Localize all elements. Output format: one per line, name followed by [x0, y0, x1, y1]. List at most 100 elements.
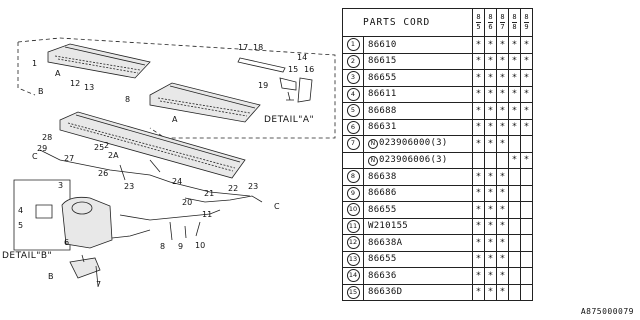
applicability-mark: *	[496, 283, 509, 301]
applicability-mark	[496, 151, 509, 169]
applicability-mark	[508, 217, 521, 235]
callout-1: 1	[32, 59, 37, 68]
row-index-cell: 1	[342, 36, 364, 54]
applicability-mark	[508, 267, 521, 285]
applicability-mark: *	[496, 102, 509, 120]
applicability-mark: *	[472, 234, 485, 252]
reference-code: A875000079	[580, 307, 634, 316]
part-number: 86655	[368, 204, 397, 215]
callout-17: 17	[238, 43, 248, 52]
year-bottom: 8	[512, 23, 517, 31]
applicability-mark: *	[496, 201, 509, 219]
row-index-cell: 4	[342, 85, 364, 103]
applicability-mark: *	[520, 102, 533, 120]
callout-11: 11	[202, 210, 212, 219]
callout-4: 4	[18, 206, 23, 215]
applicability-mark: *	[508, 69, 521, 87]
part-number: 86636	[368, 270, 397, 281]
callout-5: 5	[18, 221, 23, 230]
applicability-mark: *	[496, 85, 509, 103]
parts-diagram: DETAIL"A" DETAIL"B" 17 18 14 15 16 19 1 …	[2, 37, 336, 289]
part-number-cell: 86610	[363, 36, 473, 54]
applicability-mark: *	[484, 69, 497, 87]
washer-hose	[39, 149, 251, 197]
row-index-cell: 6	[342, 118, 364, 136]
row-index-cell: 11	[342, 217, 364, 235]
n-badge-icon: N	[368, 139, 378, 150]
applicability-mark	[520, 168, 533, 186]
applicability-mark: *	[520, 118, 533, 136]
row-index: 14	[346, 269, 360, 283]
callout-7: 7	[96, 280, 101, 289]
year-top: 8	[524, 13, 529, 23]
washer-pump	[69, 257, 101, 279]
applicability-mark: *	[496, 118, 509, 136]
applicability-mark: *	[484, 36, 497, 54]
applicability-mark	[520, 234, 533, 252]
applicability-mark	[508, 184, 521, 202]
row-index: 6	[346, 120, 360, 134]
callout-b1: B	[38, 87, 44, 96]
applicability-mark: *	[484, 201, 497, 219]
cowl-panel-detail-a	[149, 82, 261, 123]
row-index-cell: 12	[342, 234, 364, 252]
applicability-mark	[508, 168, 521, 186]
applicability-mark: *	[508, 151, 521, 169]
applicability-mark	[472, 151, 485, 169]
bracket-part	[297, 77, 313, 103]
applicability-mark	[508, 201, 521, 219]
applicability-mark: *	[484, 135, 497, 153]
year-bottom: 7	[500, 23, 505, 31]
row-index-cell: 10	[342, 201, 364, 219]
part-number: 86655	[368, 254, 397, 265]
row-index: 15	[346, 285, 360, 299]
callout-9: 9	[178, 242, 183, 251]
clip-part	[279, 77, 297, 91]
applicability-mark: *	[496, 69, 509, 87]
part-number-cell: 86638	[363, 168, 473, 186]
part-number: 86631	[368, 122, 397, 133]
applicability-mark: *	[472, 52, 485, 70]
row-index-cell	[342, 151, 364, 169]
callout-6: 6	[64, 238, 69, 247]
detail-b-frame	[13, 179, 71, 251]
row-index-cell: 13	[342, 250, 364, 268]
applicability-mark: *	[496, 52, 509, 70]
applicability-mark	[520, 135, 533, 153]
part-number-cell: 86655	[363, 201, 473, 219]
part-number: 023906006(3)	[379, 154, 448, 165]
applicability-mark: *	[472, 184, 485, 202]
applicability-mark	[520, 267, 533, 285]
applicability-mark: *	[484, 118, 497, 136]
applicability-mark: *	[508, 118, 521, 136]
callout-18: 18	[253, 43, 263, 52]
applicability-mark	[520, 217, 533, 235]
applicability-mark: *	[472, 217, 485, 235]
row-index: 13	[346, 252, 360, 266]
upper-dashed-frame	[17, 37, 336, 139]
applicability-mark	[508, 234, 521, 252]
applicability-mark: *	[472, 36, 485, 54]
applicability-mark: *	[472, 267, 485, 285]
cowl-panel-upper	[47, 43, 151, 79]
applicability-mark: *	[472, 250, 485, 268]
callout-27: 27	[64, 154, 74, 163]
row-index-cell: 9	[342, 184, 364, 202]
callout-29: 29	[37, 144, 47, 153]
row-index: 10	[346, 203, 360, 217]
applicability-mark: *	[484, 102, 497, 120]
applicability-mark: *	[472, 102, 485, 120]
part-number: 86611	[368, 89, 397, 100]
part-number: 86615	[368, 56, 397, 67]
part-number: 023906000(3)	[379, 138, 448, 149]
year-bottom: 5	[476, 23, 481, 31]
callout-a2: A	[172, 115, 178, 124]
applicability-mark: *	[508, 52, 521, 70]
year-top: 8	[488, 13, 493, 23]
applicability-mark: *	[472, 118, 485, 136]
